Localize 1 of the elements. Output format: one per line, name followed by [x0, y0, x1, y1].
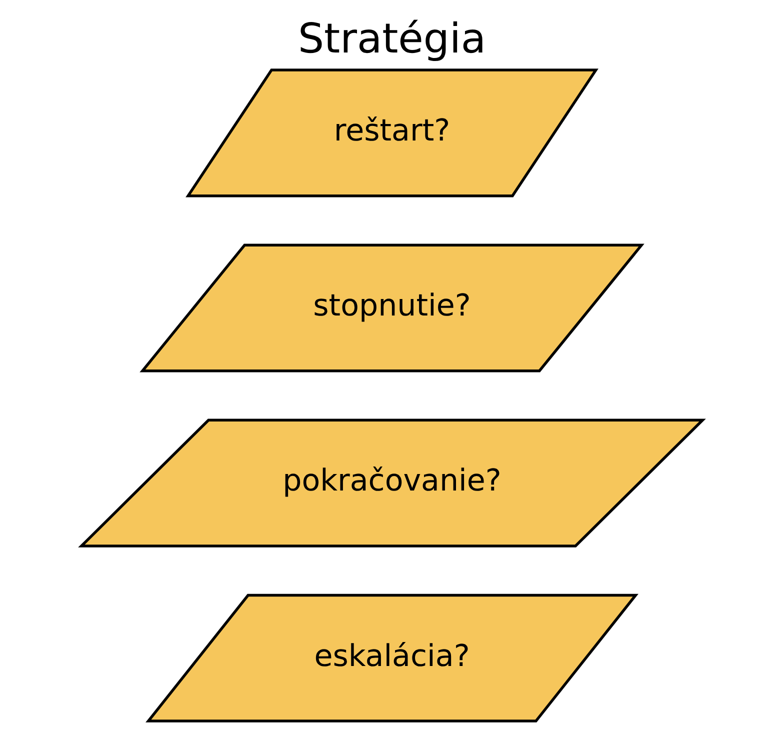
diagram-title: Stratégia: [298, 14, 486, 62]
